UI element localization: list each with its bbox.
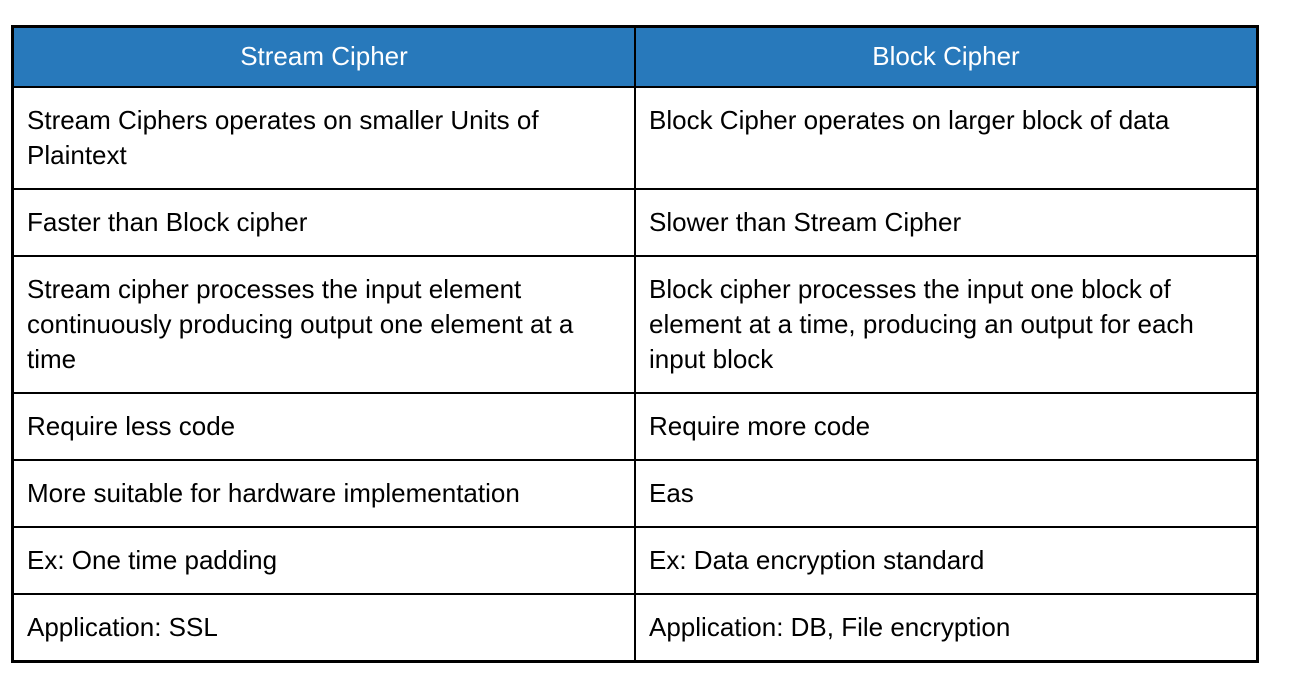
table-row: Stream Ciphers operates on smaller Units… (11, 85, 1259, 190)
cell-block-processing: Block cipher processes the input one blo… (634, 254, 1259, 394)
cell-block-application: Application: DB, File encryption (634, 592, 1259, 662)
cell-block-speed: Slower than Stream Cipher (634, 187, 1259, 257)
header-cell-block-cipher: Block Cipher (634, 25, 1259, 88)
cell-stream-example: Ex: One time padding (11, 525, 636, 595)
table-row: More suitable for hardware implementatio… (11, 458, 1259, 528)
cipher-comparison-table: Stream Cipher Block Cipher Stream Cipher… (11, 25, 1259, 663)
cell-stream-code: Require less code (11, 391, 636, 461)
cell-stream-units: Stream Ciphers operates on smaller Units… (11, 85, 636, 190)
table-row: Require less code Require more code (11, 391, 1259, 461)
cell-block-units: Block Cipher operates on larger block of… (634, 85, 1259, 190)
cell-block-example: Ex: Data encryption standard (634, 525, 1259, 595)
cell-block-code: Require more code (634, 391, 1259, 461)
table-row: Stream cipher processes the input elemen… (11, 254, 1259, 394)
table-row: Ex: One time padding Ex: Data encryption… (11, 525, 1259, 595)
table-row: Faster than Block cipher Slower than Str… (11, 187, 1259, 257)
cell-stream-implementation: More suitable for hardware implementatio… (11, 458, 636, 528)
cipher-comparison-table-container: Stream Cipher Block Cipher Stream Cipher… (11, 25, 1259, 663)
cell-stream-speed: Faster than Block cipher (11, 187, 636, 257)
header-row: Stream Cipher Block Cipher (11, 25, 1259, 88)
cell-stream-application: Application: SSL (11, 592, 636, 662)
cell-stream-processing: Stream cipher processes the input elemen… (11, 254, 636, 394)
table-row: Application: SSL Application: DB, File e… (11, 592, 1259, 662)
header-cell-stream-cipher: Stream Cipher (11, 25, 636, 88)
cell-block-implementation: Eas (634, 458, 1259, 528)
